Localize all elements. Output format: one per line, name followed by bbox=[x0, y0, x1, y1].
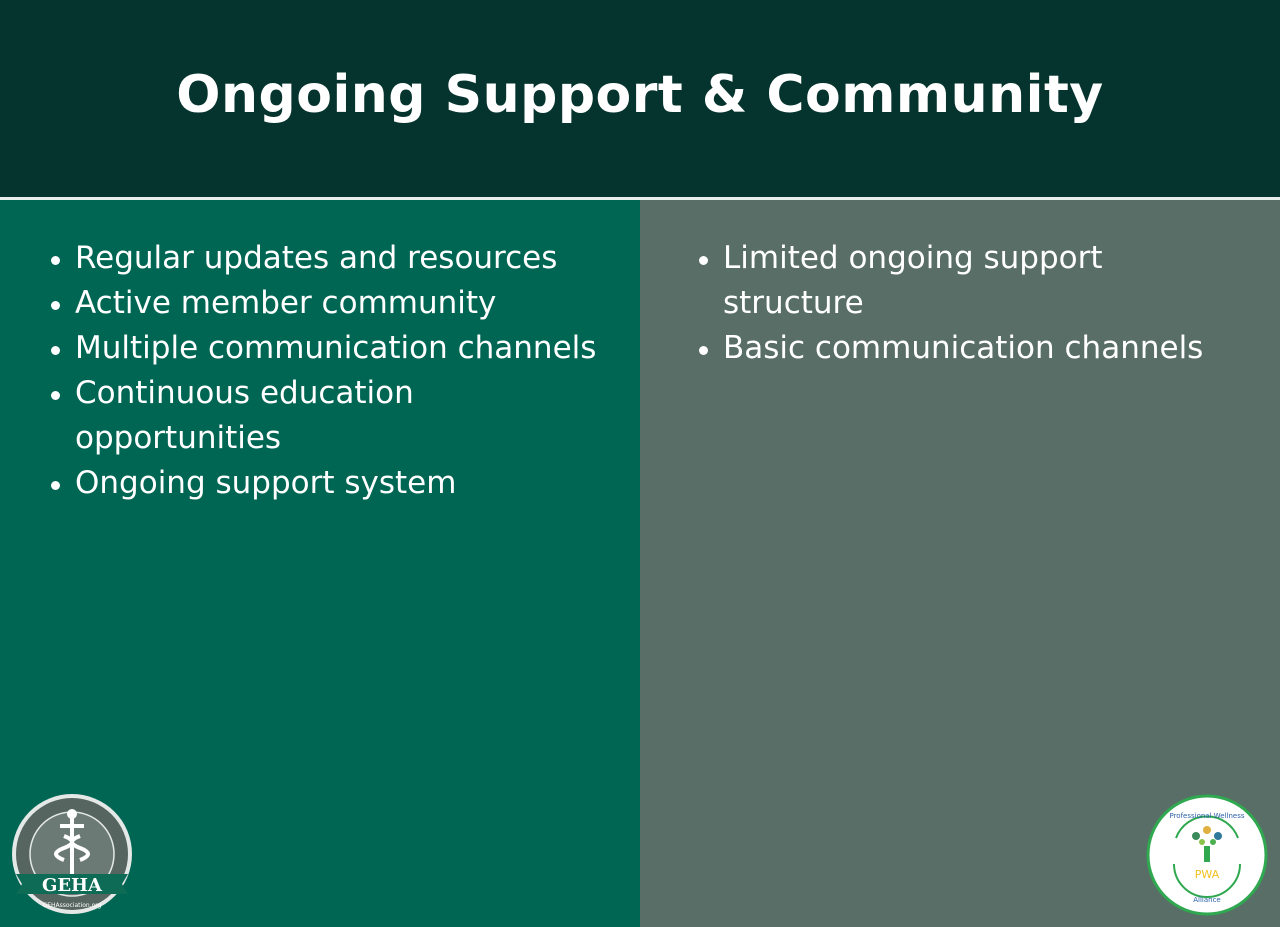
svg-text:Professional Wellness: Professional Wellness bbox=[1169, 812, 1244, 820]
page-title: Ongoing Support & Community bbox=[176, 64, 1104, 125]
list-item: Basic communication channels bbox=[699, 326, 1243, 371]
left-panel: Regular updates and resources Active mem… bbox=[0, 200, 640, 927]
right-list: Limited ongoing support structure Basic … bbox=[699, 236, 1243, 371]
list-item: Ongoing support system bbox=[51, 461, 615, 506]
pwa-text: PWA bbox=[1195, 868, 1220, 881]
svg-text:GEHAssociation.org: GEHAssociation.org bbox=[43, 902, 102, 909]
list-item: Multiple communication channels bbox=[51, 326, 615, 371]
geha-text: GEHA bbox=[42, 875, 103, 896]
divider bbox=[0, 197, 1280, 200]
geha-logo: GEHA GEHAssociation.org bbox=[12, 794, 132, 914]
right-panel: Limited ongoing support structure Basic … bbox=[640, 200, 1280, 927]
list-item: Active member community bbox=[51, 281, 615, 326]
header: Ongoing Support & Community bbox=[0, 0, 1280, 197]
list-item: Limited ongoing support structure bbox=[699, 236, 1243, 326]
svg-text:Alliance: Alliance bbox=[1193, 896, 1221, 904]
list-item: Regular updates and resources bbox=[51, 236, 615, 281]
left-list: Regular updates and resources Active mem… bbox=[51, 236, 615, 506]
list-item: Continuous education opportunities bbox=[51, 371, 615, 461]
pwa-logo: PWA Professional Wellness Alliance bbox=[1146, 794, 1268, 916]
